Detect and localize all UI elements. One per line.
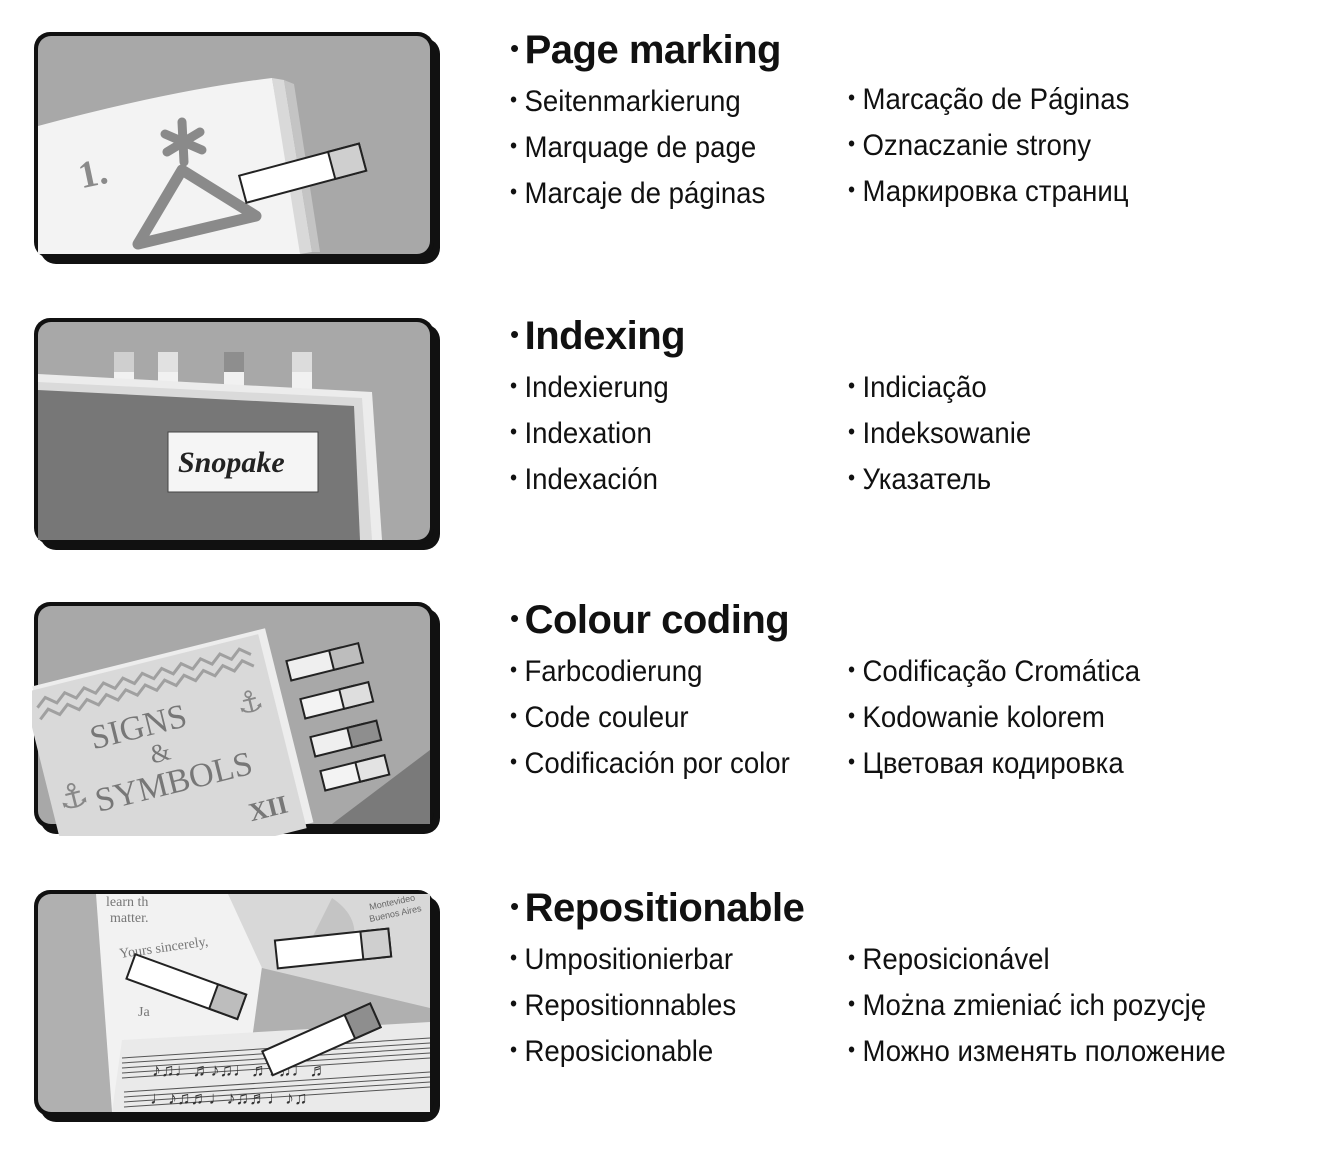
heading-indexing: •Indexing [510, 314, 686, 358]
list-item: •Indeksowanie [848, 417, 1032, 450]
list-item: •Kodowanie kolorem [848, 701, 1105, 734]
section-colour-coding: SIGNS & SYMBOLS XII ⚓ ⚓ •Colour coding •… [0, 598, 1336, 840]
heading-page-marking: •Page marking [510, 28, 781, 72]
section-indexing: Snopake •Indexing •Indexierung •Indexati… [0, 314, 1336, 556]
repositionable-illustration: learn th matter. Yours sincerely, Ja Mon… [32, 888, 440, 1122]
section-repositionable: learn th matter. Yours sincerely, Ja Mon… [0, 886, 1336, 1128]
list-indexing-right: •Indiciação •Indeksowanie •Указатель [848, 364, 1047, 502]
heading-repositionable: •Repositionable [510, 886, 805, 930]
list-item: •Можно изменять положение [848, 1035, 1226, 1068]
list-item: •Umpositionierbar [510, 943, 734, 976]
list-item: •Цветовая кодировка [848, 747, 1124, 780]
indexing-illustration: Snopake [32, 316, 440, 550]
list-item: •Reposicionable [510, 1035, 714, 1068]
list-colour-coding-right: •Codificação Cromática •Kodowanie kolore… [848, 648, 1166, 786]
music-notes-icon: ♩♪♫♬♩♪♫♬♩♪♫ [150, 1088, 308, 1108]
list-repositionable-left: •Umpositionierbar •Repositionnables •Rep… [510, 936, 756, 1074]
letter-text-2: matter. [110, 911, 149, 926]
letter-text-4: Ja [138, 1005, 150, 1020]
colour-coding-illustration: SIGNS & SYMBOLS XII ⚓ ⚓ [32, 600, 440, 836]
list-item: •Indexierung [510, 371, 669, 404]
brand-logo-text: Snopake [178, 446, 285, 479]
list-item: •Można zmieniać ich pozycję [848, 989, 1207, 1022]
list-item: •Code couleur [510, 701, 689, 734]
list-item: •Farbcodierung [510, 655, 703, 688]
list-item: •Repositionnables [510, 989, 737, 1022]
list-colour-coding-left: •Farbcodierung •Code couleur •Codificaci… [510, 648, 814, 786]
list-item: •Codificação Cromática [848, 655, 1141, 688]
list-page-marking-left: •Seitenmarkierung •Marquage de page •Mar… [510, 78, 788, 216]
list-page-marking-right: •Marcação de Páginas •Oznaczanie strony … [848, 76, 1154, 214]
list-item: •Маркировка страниц [848, 175, 1129, 208]
letter-text-1: learn th [106, 895, 148, 910]
list-item: •Indiciação [848, 371, 987, 404]
list-item: •Indexation [510, 417, 652, 450]
list-item: •Marquage de page [510, 131, 757, 164]
list-item: •Codificación por color [510, 747, 790, 780]
list-item: •Указатель [848, 463, 992, 496]
section-page-marking: 1. •Page marking •Seitenmarkierung •Marq… [0, 28, 1336, 270]
heading-colour-coding: •Colour coding [510, 598, 790, 642]
list-item: •Reposicionável [848, 943, 1050, 976]
list-indexing-left: •Indexierung •Indexation •Indexación [510, 364, 683, 502]
page-marking-illustration: 1. [32, 30, 440, 264]
list-repositionable-right: •Reposicionável •Można zmieniać ich pozy… [848, 936, 1259, 1074]
list-item: •Marcaje de páginas [510, 177, 766, 210]
list-item: •Indexación [510, 463, 658, 496]
list-item: •Marcação de Páginas [848, 83, 1130, 116]
list-item: •Seitenmarkierung [510, 85, 741, 118]
list-item: •Oznaczanie strony [848, 129, 1092, 162]
